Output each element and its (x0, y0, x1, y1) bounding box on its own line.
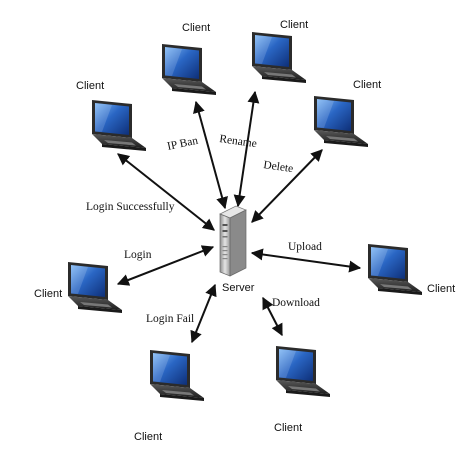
client-label: Client (353, 79, 381, 91)
client-node: Client (252, 19, 308, 83)
laptop-icon (92, 100, 146, 151)
client-label: Client (134, 431, 162, 443)
laptop-icon (314, 96, 368, 147)
laptop-icon (368, 244, 422, 295)
edge-upload-line (250, 248, 362, 273)
client-label: Client (427, 283, 455, 295)
laptop-icon (162, 44, 216, 95)
client-node: Client (34, 262, 122, 313)
edge-label-login-successfully: Login Successfully (86, 201, 175, 213)
edge-label-login-fail: Login Fail (146, 313, 194, 325)
client-label: Client (280, 19, 308, 31)
edge-login-fail-line (190, 283, 217, 344)
laptop-icon (252, 32, 306, 83)
edge-download-line (262, 296, 283, 337)
client-label: Client (34, 288, 62, 300)
server-label: Server (222, 282, 255, 294)
edge-label-ip-ban: IP Ban (166, 135, 199, 153)
client-label: Client (182, 22, 210, 34)
edge-label-login: Login (124, 249, 152, 261)
edge-group (116, 90, 362, 344)
client-group: Client Client Client Client Client Clien… (34, 19, 455, 443)
client-label: Client (76, 80, 104, 92)
edge-login-line (116, 245, 215, 286)
edge-ip-ban-line (193, 100, 228, 210)
client-node: Client (162, 22, 216, 95)
client-node: Client (314, 79, 381, 147)
client-node: Client (76, 80, 146, 151)
server-icon (219, 205, 247, 277)
client-node: Client (134, 350, 204, 443)
client-node: Client (368, 244, 455, 295)
edge-delete-line (251, 149, 323, 223)
client-node: Client (274, 346, 330, 434)
laptop-icon (150, 350, 204, 401)
edge-rename-line (233, 90, 260, 208)
client-label: Client (274, 422, 302, 434)
server-node: Server (219, 205, 255, 294)
edge-label-delete: Delete (263, 159, 294, 175)
edge-label-upload: Upload (288, 241, 322, 253)
laptop-icon (276, 346, 330, 397)
edge-label-rename: Rename (219, 133, 258, 150)
edge-login-successfully-line (117, 153, 215, 231)
edge-label-download: Download (272, 297, 320, 309)
laptop-icon (68, 262, 122, 313)
edge-label-group: IP Ban Rename Delete Login Successfully … (86, 133, 322, 325)
